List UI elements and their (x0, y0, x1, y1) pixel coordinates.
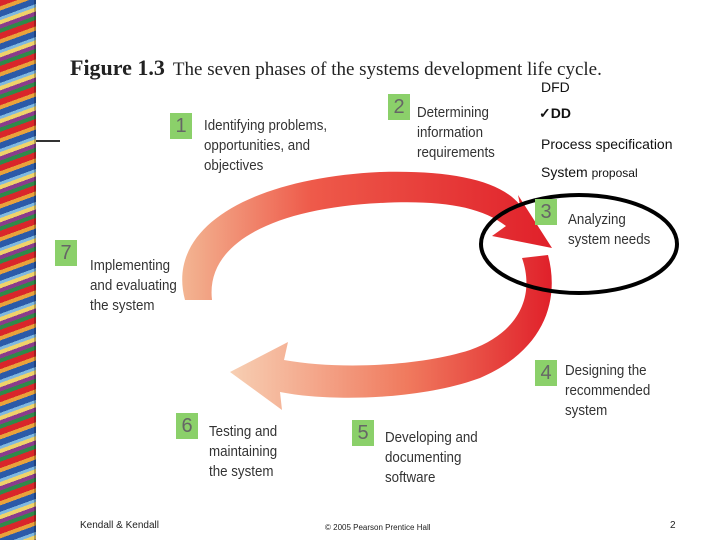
figure-caption: Figure 1.3 The seven phases of the system… (70, 55, 602, 81)
phase-label-7: Implementing and evaluating the system (90, 258, 177, 314)
note-dd: ✓DD (539, 105, 571, 121)
phase-label-6: Testing and maintaining the system (209, 424, 278, 480)
phase-number-1: 1 (170, 113, 192, 139)
margin-rule (36, 140, 60, 142)
phase-number-3: 3 (535, 199, 557, 225)
phase-label-3: Analyzing system needs (568, 212, 651, 248)
note-system: System (541, 164, 588, 180)
phase-number-7: 7 (55, 240, 77, 266)
cycle-arrow-top (182, 171, 553, 300)
phase-label-2: Determining information requirements (417, 105, 495, 161)
highlight-ring (479, 193, 679, 295)
phase-number-2: 2 (388, 94, 410, 120)
phase-label-5: Developing and documenting software (385, 430, 478, 486)
footer-page-number: 2 (670, 520, 676, 531)
figure-title: The seven phases of the systems developm… (172, 59, 602, 80)
phase-number-5: 5 (352, 420, 374, 446)
note-system-proposal: System proposal (541, 164, 638, 180)
phase-number-4: 4 (535, 360, 557, 386)
note-process-specification: Process specification (541, 136, 673, 152)
footer-copyright: © 2005 Pearson Prentice Hall (325, 523, 431, 532)
note-dfd: DFD (541, 79, 570, 95)
cycle-arrow-bottom (230, 255, 552, 410)
phase-label-1: Identifying problems, opportunities, and… (204, 118, 328, 174)
phase-label-4: Designing the recommended system (565, 363, 651, 419)
figure-number: Figure 1.3 (70, 55, 165, 80)
phase-number-6: 6 (176, 413, 198, 439)
note-proposal: proposal (591, 166, 638, 180)
decorative-stripe-border (0, 0, 36, 540)
footer-authors: Kendall & Kendall (80, 520, 159, 531)
